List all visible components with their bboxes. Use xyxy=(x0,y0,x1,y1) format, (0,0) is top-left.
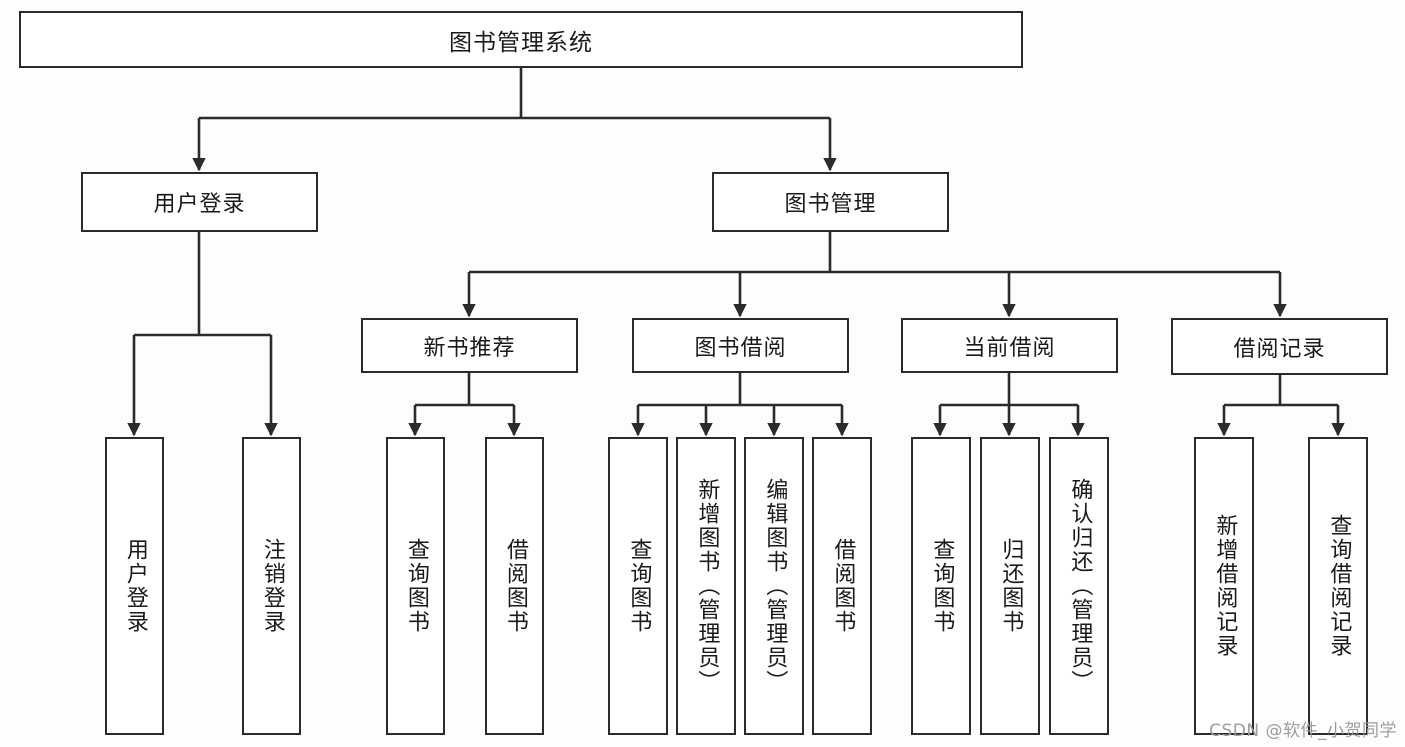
node-new-book-label: 新书推荐 xyxy=(423,335,516,361)
leaf-current-borrow-2[interactable]: 确认归还（管理员） xyxy=(1049,437,1109,735)
node-root-label: 图书管理系统 xyxy=(449,29,593,56)
leaf-borrow-record-1[interactable]: 查询借阅记录 xyxy=(1308,437,1368,735)
leaf-user-login-0-label: 用户登录 xyxy=(122,538,148,634)
leaf-current-borrow-1[interactable]: 归还图书 xyxy=(980,437,1040,735)
leaf-new-book-1[interactable]: 借阅图书 xyxy=(485,437,544,735)
node-book-manage[interactable]: 图书管理 xyxy=(712,172,949,232)
leaf-current-borrow-1-label: 归还图书 xyxy=(998,538,1024,634)
node-current-borrow[interactable]: 当前借阅 xyxy=(901,318,1118,373)
leaf-book-borrow-3-label: 借阅图书 xyxy=(830,538,856,634)
leaf-book-borrow-2[interactable]: 编辑图书（管理员） xyxy=(744,437,804,735)
leaf-book-borrow-1-label: 新增图书（管理员） xyxy=(694,478,720,694)
leaf-user-login-0[interactable]: 用户登录 xyxy=(105,437,164,735)
leaf-book-borrow-1[interactable]: 新增图书（管理员） xyxy=(676,437,736,735)
node-user-login-label: 用户登录 xyxy=(153,192,246,217)
leaf-new-book-0-label: 查询图书 xyxy=(403,538,429,634)
leaf-borrow-record-0-label: 新增借阅记录 xyxy=(1212,514,1238,658)
leaf-current-borrow-0[interactable]: 查询图书 xyxy=(911,437,971,735)
leaf-new-book-0[interactable]: 查询图书 xyxy=(386,437,445,735)
leaf-book-borrow-2-label: 编辑图书（管理员） xyxy=(762,478,788,694)
node-book-borrow[interactable]: 图书借阅 xyxy=(632,318,849,373)
node-current-borrow-label: 当前借阅 xyxy=(963,335,1056,361)
leaf-borrow-record-0[interactable]: 新增借阅记录 xyxy=(1194,437,1254,735)
node-root[interactable]: 图书管理系统 xyxy=(19,11,1023,68)
leaf-current-borrow-2-label: 确认归还（管理员） xyxy=(1067,478,1093,694)
node-user-login[interactable]: 用户登录 xyxy=(81,172,318,232)
leaf-book-borrow-3[interactable]: 借阅图书 xyxy=(812,437,872,735)
leaf-book-borrow-0[interactable]: 查询图书 xyxy=(608,437,668,735)
leaf-user-login-1[interactable]: 注销登录 xyxy=(242,437,301,735)
node-book-manage-label: 图书管理 xyxy=(784,192,877,217)
leaf-new-book-1-label: 借阅图书 xyxy=(502,538,528,634)
node-book-borrow-label: 图书借阅 xyxy=(694,335,787,361)
node-new-book[interactable]: 新书推荐 xyxy=(361,318,578,373)
csdn-watermark: CSDN @软件_小贺同学 xyxy=(1209,721,1397,741)
node-borrow-record[interactable]: 借阅记录 xyxy=(1171,318,1388,375)
leaf-current-borrow-0-label: 查询图书 xyxy=(929,538,955,634)
leaf-book-borrow-0-label: 查询图书 xyxy=(626,538,652,634)
leaf-borrow-record-1-label: 查询借阅记录 xyxy=(1326,514,1352,658)
leaf-user-login-1-label: 注销登录 xyxy=(259,538,285,634)
node-borrow-record-label: 借阅记录 xyxy=(1233,336,1326,362)
